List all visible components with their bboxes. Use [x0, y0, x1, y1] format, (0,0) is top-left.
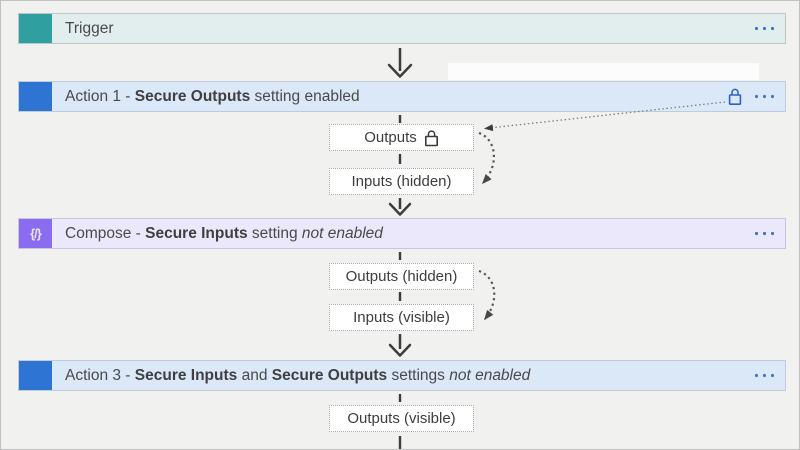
trigger-label-text: Trigger [65, 19, 114, 37]
action3-label-bold1: Secure Inputs [134, 366, 238, 384]
action1-outputs-box: Outputs [329, 124, 474, 151]
compose-label-prefix: Compose - [65, 224, 146, 242]
trigger-icon [19, 14, 52, 43]
compose-icon-glyph: {/} [30, 226, 42, 241]
action-icon [19, 82, 52, 111]
action3-card[interactable]: Action 3 - Secure Inputs and Secure Outp… [18, 360, 786, 391]
more-options-icon[interactable] [755, 374, 774, 377]
action1-label-bold: Secure Outputs [134, 87, 251, 105]
action1-label: Action 1 - Secure Outputs setting enable… [65, 88, 360, 106]
action1-label-suffix: setting enabled [250, 87, 360, 105]
compose-outputs-label: Outputs (hidden) [345, 268, 458, 285]
more-options-icon[interactable] [755, 27, 774, 30]
action1-inputs-box: Inputs (hidden) [329, 168, 474, 195]
action1-card[interactable]: Action 1 - Secure Outputs setting enable… [18, 81, 786, 112]
action3-label-bold2: Secure Outputs [271, 366, 388, 384]
compose-outputs-box: Outputs (hidden) [329, 263, 474, 290]
more-options-icon[interactable] [755, 232, 774, 235]
action3-label-italic: not enabled [449, 366, 531, 384]
background-artifact [448, 63, 759, 80]
compose-icon: {/} [19, 219, 52, 248]
compose-label-mid: setting [247, 224, 302, 242]
compose-card[interactable]: {/} Compose - Secure Inputs setting not … [18, 218, 786, 249]
compose-label-italic: not enabled [301, 224, 383, 242]
compose-label-bold: Secure Inputs [145, 224, 248, 242]
action3-label-mid2: settings [387, 366, 450, 384]
action3-label-mid1: and [237, 366, 272, 384]
action1-inputs-label: Inputs (hidden) [351, 173, 452, 190]
lock-icon [728, 87, 742, 106]
action3-label: Action 3 - Secure Inputs and Secure Outp… [65, 367, 530, 385]
action-icon [19, 361, 52, 390]
trigger-card[interactable]: Trigger [18, 13, 786, 44]
trigger-label: Trigger [65, 20, 114, 38]
lock-icon [424, 129, 438, 146]
action3-outputs-label: Outputs (visible) [347, 410, 456, 427]
more-options-icon[interactable] [755, 95, 774, 98]
compose-inputs-box: Inputs (visible) [329, 304, 474, 331]
action3-label-prefix: Action 3 - [65, 366, 135, 384]
compose-inputs-label: Inputs (visible) [353, 309, 450, 326]
compose-label: Compose - Secure Inputs setting not enab… [65, 225, 383, 243]
action1-outputs-label: Outputs [364, 129, 417, 146]
action1-label-prefix: Action 1 - [65, 87, 135, 105]
action3-outputs-box: Outputs (visible) [329, 405, 474, 432]
